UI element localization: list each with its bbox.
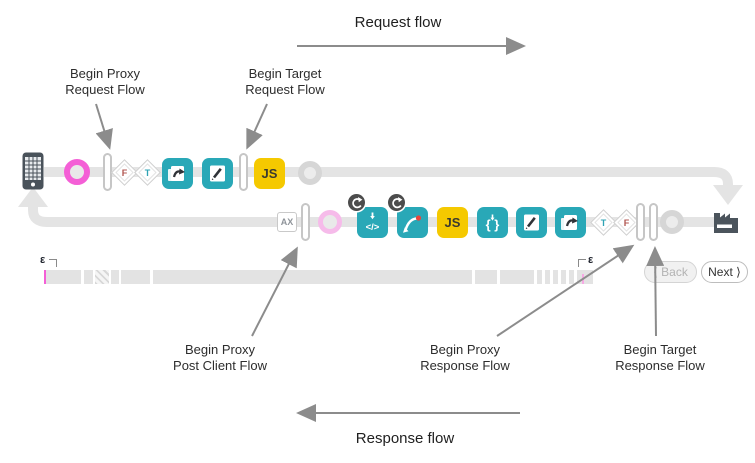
proxy-endpoint-marker-response[interactable] <box>318 210 342 234</box>
begin-target-response-flow-marker[interactable] <box>649 203 658 241</box>
request-flow-title: Request flow <box>354 14 442 31</box>
extract-variables-policy-icon[interactable]: </> <box>357 207 388 238</box>
request-flow-arrowhead <box>713 185 743 205</box>
condition-true-label: T <box>600 217 607 228</box>
epsilon-marker-left: ε <box>40 254 46 266</box>
label-begin-proxy-response-flow: Begin Proxy Response Flow <box>420 342 510 373</box>
timeline-segment <box>500 270 534 284</box>
javascript-policy-icon-response[interactable]: JS <box>437 207 468 238</box>
analytics-label: AX <box>280 217 294 227</box>
timeline-segment <box>111 270 119 284</box>
timeline-segment <box>553 270 558 284</box>
javascript-policy-icon-request[interactable]: JS <box>254 158 285 189</box>
js-label: JS <box>261 166 278 181</box>
timeline-segment <box>561 270 566 284</box>
elapsed-time-bar[interactable] <box>0 270 755 284</box>
proxy-request-callout-arrow <box>95 103 113 150</box>
response-flow-arrowhead <box>18 187 48 207</box>
timeline-segment <box>84 270 93 284</box>
raise-fault-policy-icon[interactable] <box>397 207 428 238</box>
target-endpoint-marker-request[interactable] <box>298 161 322 185</box>
label-begin-proxy-request-flow: Begin Proxy Request Flow <box>65 66 145 97</box>
next-button-label: Next ⟩ <box>708 265 741 279</box>
proxy-endpoint-marker[interactable] <box>64 159 90 185</box>
begin-proxy-post-client-flow-marker[interactable] <box>301 203 310 241</box>
timeline-start-tick <box>44 270 46 284</box>
condition-false-label: F <box>121 167 128 178</box>
begin-proxy-response-flow-marker[interactable] <box>636 203 645 241</box>
label-begin-target-response-flow: Begin Target Response Flow <box>615 342 705 373</box>
condition-true-label: T <box>144 167 151 178</box>
target-request-callout-arrow <box>246 103 268 150</box>
timeline-segment <box>475 270 497 284</box>
back-button[interactable]: ⟨ Back <box>644 261 697 283</box>
service-callout-policy-icon-response[interactable] <box>555 207 586 238</box>
timeline-segment <box>577 270 593 284</box>
timeline-segment <box>545 270 550 284</box>
json-braces-policy-icon[interactable]: { } <box>477 207 508 238</box>
condition-false-label: F <box>623 217 630 228</box>
assign-message-policy-icon[interactable] <box>202 158 233 189</box>
condition-true-diamond-request[interactable]: T <box>134 159 161 186</box>
timeline-segment <box>537 270 542 284</box>
response-flow-title: Response flow <box>355 430 455 447</box>
begin-target-request-flow-marker[interactable] <box>239 153 248 191</box>
timeline-segment <box>153 270 472 284</box>
epsilon-bracket-right <box>578 259 586 267</box>
proxy-response-callout-arrow <box>496 244 635 337</box>
backend-factory-icon[interactable] <box>712 208 740 234</box>
timeline-segment <box>569 270 574 284</box>
target-endpoint-marker-response[interactable] <box>660 210 684 234</box>
loop-badge-icon <box>388 194 405 211</box>
assign-message-policy-icon-response[interactable] <box>516 207 547 238</box>
code-glyph: </> <box>366 222 380 233</box>
js-label: JS <box>444 215 461 230</box>
label-begin-target-request-flow: Begin Target Request Flow <box>245 66 325 97</box>
post-client-callout-arrow <box>251 246 298 337</box>
timeline-segment <box>121 270 150 284</box>
epsilon-bracket-left <box>49 259 57 267</box>
timeline-end-tick <box>582 274 584 284</box>
analytics-recorded-marker[interactable]: AX <box>277 212 297 232</box>
timeline-segment-hatched <box>95 270 109 284</box>
epsilon-marker-right: ε <box>588 254 594 266</box>
back-button-label: ⟨ Back <box>653 265 688 279</box>
label-begin-proxy-post-client-flow: Begin Proxy Post Client Flow <box>173 342 267 373</box>
timeline-segment <box>46 270 81 284</box>
next-button[interactable]: Next ⟩ <box>701 261 748 283</box>
service-callout-policy-icon[interactable] <box>162 158 193 189</box>
loop-badge-icon <box>348 194 365 211</box>
client-phone-icon[interactable] <box>22 152 44 190</box>
